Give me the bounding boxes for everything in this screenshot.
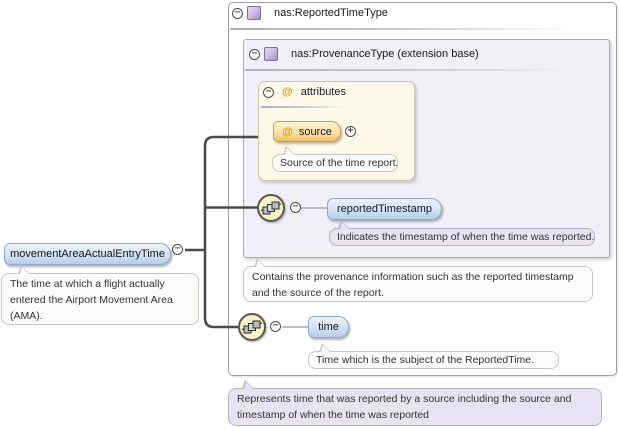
annotation-text: Contains the provenance information such… — [252, 271, 574, 299]
annotation-main-element: The time at which a flight actually ente… — [1, 273, 199, 325]
element-movementareaactualentrytime[interactable]: movementAreaActualEntryTime — [4, 243, 171, 265]
attribute-source[interactable]: @ source — [273, 121, 341, 142]
attribute-at-icon: @ — [282, 86, 293, 98]
element-reportedtimestamp[interactable]: reportedTimestamp — [327, 198, 442, 220]
type-name[interactable]: nas:ReportedTimeType — [274, 7, 388, 19]
type-header: − nas:ReportedTimeType — [232, 6, 388, 20]
annotation-source: Source of the time report. — [272, 154, 398, 172]
annotation-reportedtimestamp: Indicates the timestamp of when the time… — [329, 228, 595, 246]
header-separator — [245, 69, 607, 71]
element-label: reportedTimestamp — [337, 203, 432, 215]
annotation-time: Time which is the subject of the Reporte… — [308, 351, 559, 369]
annotation-text: Source of the time report. — [280, 157, 398, 169]
sequence-icon[interactable] — [256, 193, 286, 223]
collapse-toggle-icon[interactable]: − — [263, 87, 274, 98]
collapse-toggle-icon[interactable]: − — [172, 244, 183, 255]
complex-type-icon — [264, 47, 278, 61]
collapse-toggle-icon[interactable]: − — [290, 202, 301, 213]
annotation-text: Indicates the timestamp of when the time… — [337, 231, 594, 243]
annotation-text: The time at which a flight actually ente… — [10, 278, 173, 322]
element-label: time — [318, 321, 339, 333]
complex-type-icon — [247, 6, 261, 20]
attributes-header: − @ attributes — [263, 85, 346, 99]
header-separator — [230, 28, 614, 30]
element-time[interactable]: time — [308, 316, 349, 338]
attribute-label: source — [299, 126, 332, 138]
extension-base-name[interactable]: nas:ProvenanceType (extension base) — [291, 48, 479, 60]
collapse-toggle-icon[interactable]: − — [249, 49, 260, 60]
attribute-at-icon: @ — [282, 126, 293, 138]
collapse-toggle-icon[interactable]: − — [270, 321, 281, 332]
annotation-text: Represents time that was reported by a s… — [237, 393, 571, 421]
header-separator — [261, 106, 353, 108]
sequence-icon[interactable] — [237, 312, 267, 342]
attributes-panel-title: attributes — [301, 86, 346, 98]
extension-base-header: − nas:ProvenanceType (extension base) — [249, 47, 479, 61]
collapse-toggle-icon[interactable]: − — [232, 8, 243, 19]
annotation-extension-base: Contains the provenance information such… — [243, 266, 593, 302]
expand-toggle-icon[interactable]: + — [345, 126, 356, 137]
element-label: movementAreaActualEntryTime — [10, 248, 165, 260]
annotation-type: Represents time that was reported by a s… — [228, 388, 602, 426]
annotation-text: Time which is the subject of the Reporte… — [316, 354, 534, 366]
